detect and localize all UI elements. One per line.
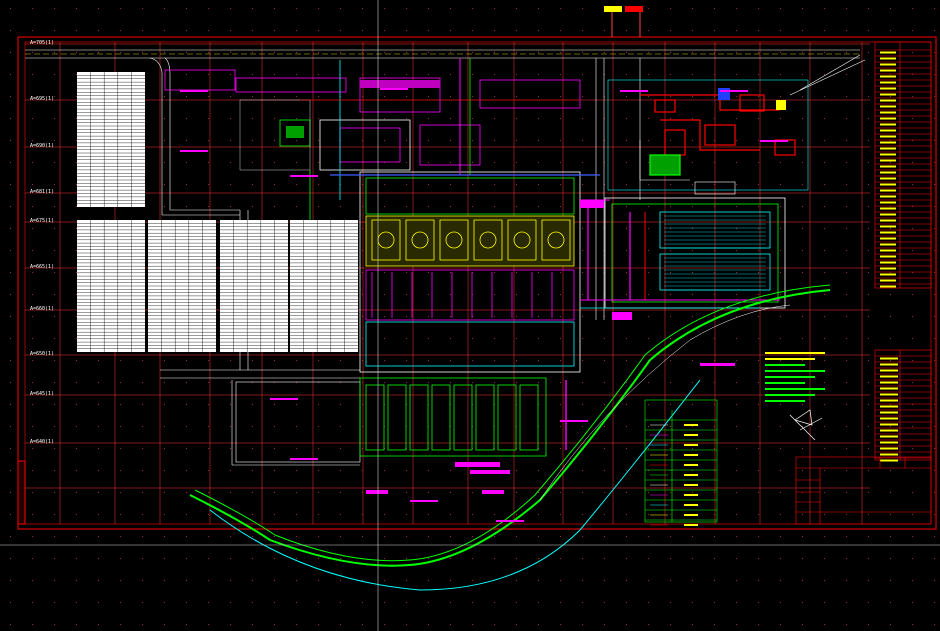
axis-label: A=681(1) xyxy=(30,189,55,195)
axis-label: A=660(1) xyxy=(30,306,55,312)
axis-label: A=650(1) xyxy=(30,351,55,357)
central-plant xyxy=(359,171,581,457)
parking-tables xyxy=(77,72,358,352)
notes-block xyxy=(700,352,825,402)
axis-label: A=640(1) xyxy=(30,439,55,445)
tank-farm xyxy=(604,197,786,309)
frame-corner-marks xyxy=(604,6,643,37)
upper-buildings xyxy=(164,69,581,171)
annotation-marks xyxy=(180,88,788,522)
axis-label: A=705(1) xyxy=(30,40,55,46)
site-boundary-curves xyxy=(189,284,831,591)
axis-label: A=690(1) xyxy=(30,143,55,149)
pipelines xyxy=(300,58,780,494)
drawing-index-table xyxy=(874,41,932,462)
coordinate-grid xyxy=(25,42,870,524)
axis-label: A=695(1) xyxy=(30,96,55,102)
legend-table xyxy=(644,399,718,526)
title-block xyxy=(795,456,932,525)
axis-label: A=645(1) xyxy=(30,391,55,397)
axis-label: A=675(1) xyxy=(30,218,55,224)
north-arrow-icon xyxy=(789,409,823,441)
road-network xyxy=(25,49,866,466)
axis-label: A=665(1) xyxy=(30,264,55,270)
right-facility xyxy=(607,79,809,195)
